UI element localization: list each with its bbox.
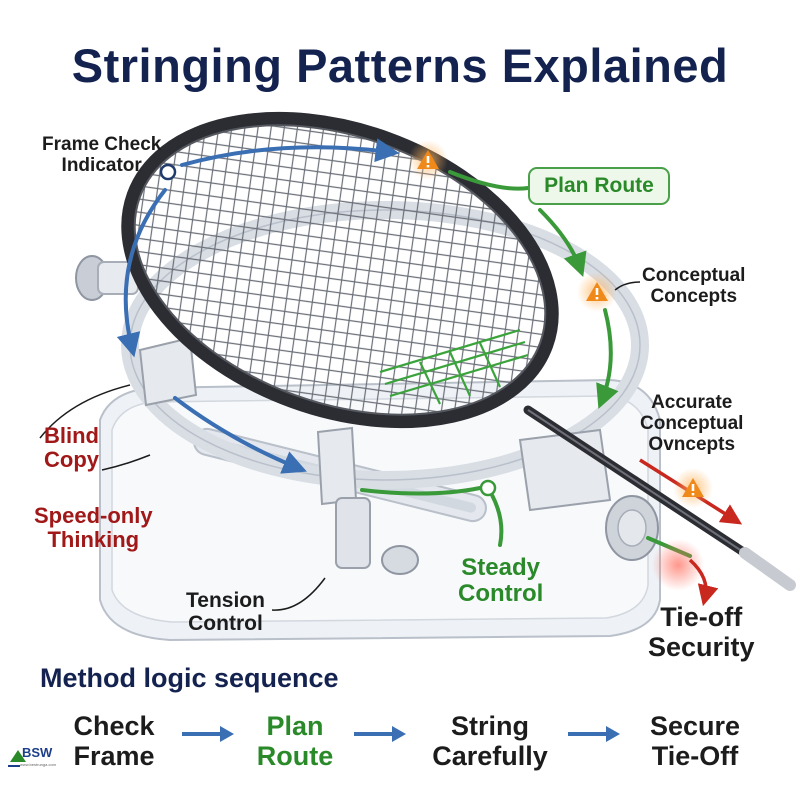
highlighted-strings	[379, 328, 529, 405]
callout-line: Ovncepts	[648, 433, 736, 455]
page-title: Stringing Patterns Explained	[71, 39, 729, 92]
connector-lines	[39, 281, 641, 611]
callout-line: Conceptual	[642, 265, 746, 286]
callout-accurate: Accurate Conceptual Ovncepts	[640, 392, 744, 456]
callout-speed-only: Speed-only Thinking	[34, 503, 153, 553]
callout-line: Conceptual	[640, 412, 744, 434]
callout-line: Indicator	[61, 154, 142, 176]
sequence-step-line: Frame	[73, 740, 155, 771]
warning-icon	[577, 272, 617, 312]
side-knob-right	[605, 495, 659, 561]
callout-line: Tension	[186, 589, 265, 612]
callout-tension-control: Tension Control	[186, 589, 265, 635]
side-knob-left	[75, 255, 139, 301]
callout-line: Speed-only	[34, 503, 153, 528]
plan-route-pill: Plan Route	[528, 167, 670, 205]
sequence-step-line: String	[451, 711, 529, 741]
callout-line: Concepts	[650, 285, 738, 307]
callout-line: Tie-off	[660, 602, 743, 632]
sequence-arrow	[354, 726, 406, 742]
callout-line: Frame Check	[42, 134, 162, 155]
callout-line: Copy	[44, 447, 99, 473]
callout-line: Blind	[44, 423, 99, 448]
callout-line: Thinking	[47, 527, 140, 553]
brand-logo-text: BSW	[22, 745, 53, 760]
brand-logo-url: www.bestrunga.com	[20, 762, 57, 767]
warning-icon	[673, 468, 713, 508]
sequence-step: Secure Tie-Off	[630, 711, 760, 771]
sequence-arrow	[182, 726, 234, 742]
callout-line: Control	[458, 580, 544, 608]
sequence-step-line: Tie-Off	[651, 740, 739, 771]
brand-logo-icon	[8, 750, 26, 767]
flow-arrows-green	[360, 170, 692, 558]
sequence-heading: Method logic sequence	[40, 663, 339, 693]
mount-post-center	[316, 426, 419, 575]
sequence-step-line: Check	[73, 711, 155, 741]
mount-post-left	[138, 336, 198, 407]
sequence-arrow	[568, 726, 620, 742]
callout-line: Security	[648, 631, 755, 662]
mount-post-right	[518, 428, 612, 512]
callout-line: Accurate	[651, 392, 733, 413]
warning-icon	[408, 140, 448, 180]
sequence-step-line: Route	[256, 740, 334, 771]
racket	[121, 111, 796, 591]
frame-check-dot	[159, 163, 177, 181]
callout-line: Control	[188, 612, 263, 636]
flow-arrows-blue	[116, 138, 400, 474]
callout-conceptual: Conceptual Concepts	[642, 265, 746, 308]
callout-line: Steady	[461, 554, 540, 581]
callout-blind-copy: Blind Copy	[44, 423, 99, 473]
sequence-step-line: Carefully	[432, 740, 548, 771]
callout-tieoff-security: Tie-off Security	[648, 602, 755, 662]
sequence-step: Plan Route	[250, 711, 340, 771]
callout-frame-check: Frame Check Indicator	[42, 134, 162, 177]
sequence-step: Check Frame	[64, 711, 164, 771]
sequence-step-line: Plan	[266, 711, 324, 741]
callout-steady-control: Steady Control	[458, 554, 544, 608]
sequence-step: String Carefully	[420, 711, 560, 771]
sequence-step-line: Secure	[649, 711, 741, 741]
